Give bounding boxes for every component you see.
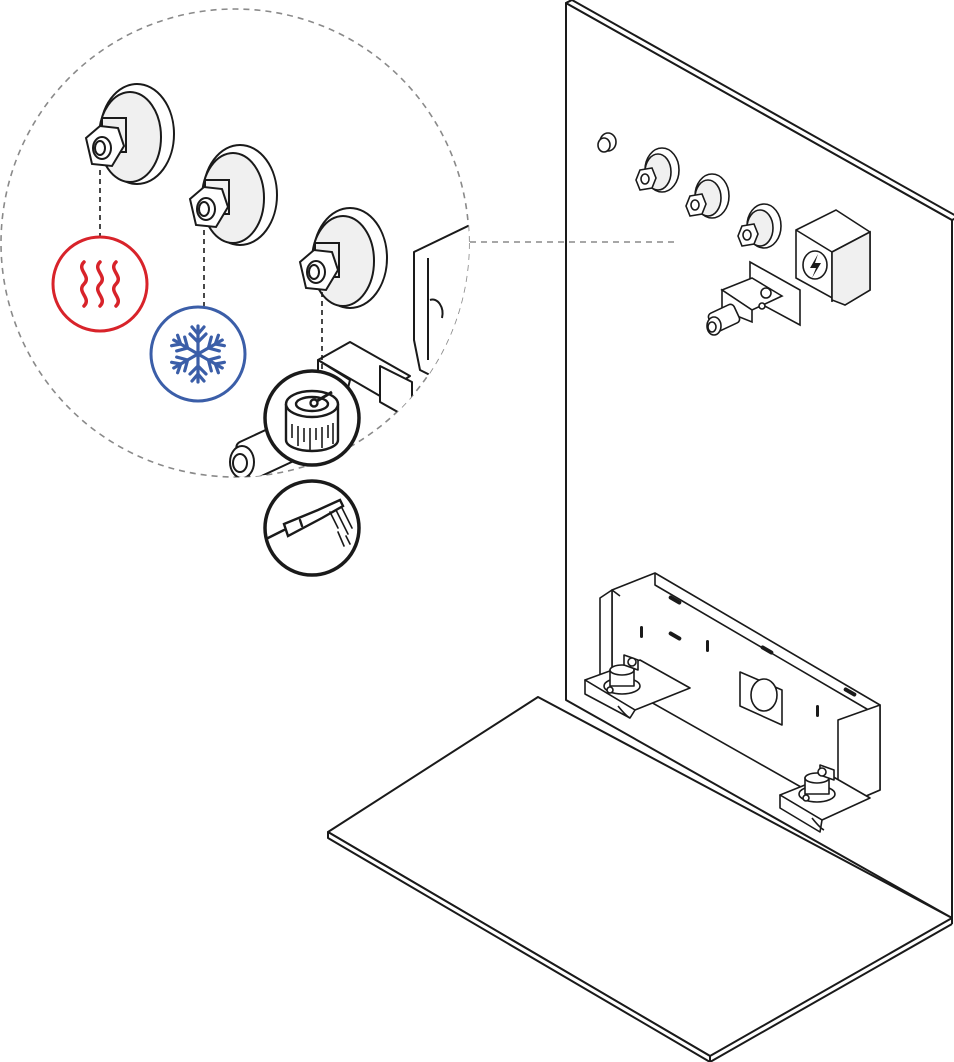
- zoom-valve-hot: [84, 83, 175, 185]
- shower-hose-icon: [266, 498, 353, 547]
- drain-cup-icon: [284, 389, 340, 453]
- hand-shower-callout: [263, 479, 361, 577]
- wall-connections: [597, 132, 871, 336]
- mounting-bracket: [584, 572, 881, 833]
- hot-water-callout: [51, 235, 149, 333]
- wall-valve-1: [635, 147, 680, 193]
- small-nipple-fitting: [597, 132, 617, 153]
- zoom-valve-drain: [298, 207, 388, 309]
- zoom-detail: [0, 8, 470, 478]
- drain-callout: [263, 369, 361, 467]
- wall-drain-bracket: [706, 260, 801, 336]
- wall-valve-2: [685, 173, 730, 219]
- left-damper-mount: [603, 654, 641, 695]
- electrical-junction-box: [795, 209, 871, 306]
- wall-valve-3: [737, 203, 782, 249]
- right-damper-mount: [798, 764, 836, 803]
- zoom-valve-cold: [188, 144, 278, 246]
- floor-panel: [327, 696, 953, 1062]
- heat-waves-icon: [80, 260, 120, 308]
- lightning-bolt-icon: [810, 254, 821, 278]
- snowflake-icon: [168, 324, 228, 384]
- cold-water-callout: [149, 305, 247, 403]
